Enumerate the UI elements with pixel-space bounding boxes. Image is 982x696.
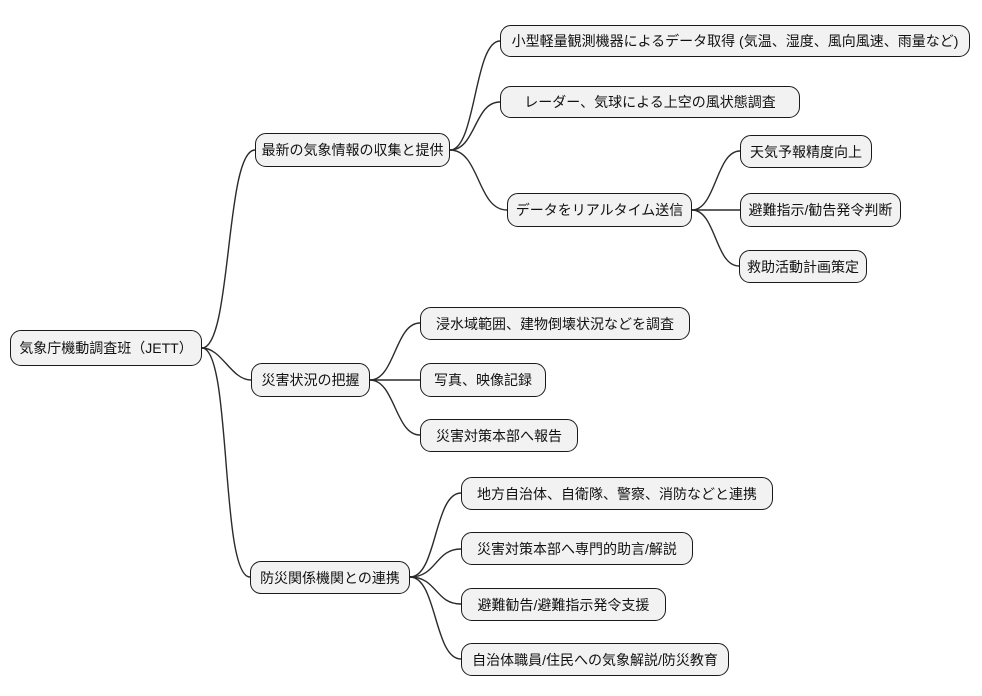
mindmap-node-realtime-data-transmission[interactable]: データをリアルタイム送信 xyxy=(507,193,692,227)
mindmap-node-radar-balloon-survey[interactable]: レーダー、気球による上空の風状態調査 xyxy=(500,86,800,118)
mindmap-node-report-to-hq[interactable]: 災害対策本部へ報告 xyxy=(420,419,578,452)
mindmap-node-disaster-situation-grasp[interactable]: 災害状況の把握 xyxy=(251,363,370,397)
mindmap-node-disaster-prevention-cooperation[interactable]: 防災関係機関との連携 xyxy=(250,561,410,594)
mindmap-node-cooperation-with-agencies[interactable]: 地方自治体、自衛隊、警察、消防などと連携 xyxy=(461,477,773,510)
mindmap-node-compact-observation-devices[interactable]: 小型軽量観測機器によるデータ取得 (気温、湿度、風向風速、雨量など) xyxy=(500,25,970,57)
connector xyxy=(409,492,462,578)
mindmap-node-photo-video-record[interactable]: 写真、映像記録 xyxy=(420,363,546,397)
connector xyxy=(409,548,462,578)
mindmap-node-evacuation-order-support[interactable]: 避難勧告/避難指示発令支援 xyxy=(461,588,666,621)
connector xyxy=(449,40,501,151)
mindmap-node-flood-damage-survey[interactable]: 浸水域範囲、建物倒壊状況などを調査 xyxy=(420,307,690,340)
connector xyxy=(449,149,508,211)
connector xyxy=(449,101,501,151)
connector xyxy=(201,149,256,349)
mindmap-node-rescue-planning[interactable]: 救助活動計画策定 xyxy=(739,250,867,283)
connector xyxy=(691,209,740,267)
connector xyxy=(369,322,421,381)
connector xyxy=(369,379,421,436)
mindmap-node-weather-education[interactable]: 自治体職員/住民への気象解説/防災教育 xyxy=(461,643,729,676)
mindmap-node-expert-advice-to-hq[interactable]: 災害対策本部へ専門的助言/解説 xyxy=(461,532,693,565)
connector xyxy=(409,576,462,660)
mindmap-node-evacuation-order-decision[interactable]: 避難指示/勧告発令判断 xyxy=(740,193,901,227)
mindmap-node-root[interactable]: 気象庁機動調査班（JETT） xyxy=(10,330,202,366)
mindmap-node-forecast-accuracy[interactable]: 天気予報精度向上 xyxy=(740,135,872,168)
mindmap-node-weather-info-collection[interactable]: 最新の気象情報の収集と提供 xyxy=(255,133,450,167)
connector xyxy=(409,576,462,605)
connector xyxy=(201,347,251,578)
connector xyxy=(691,150,741,211)
connector xyxy=(201,347,252,381)
